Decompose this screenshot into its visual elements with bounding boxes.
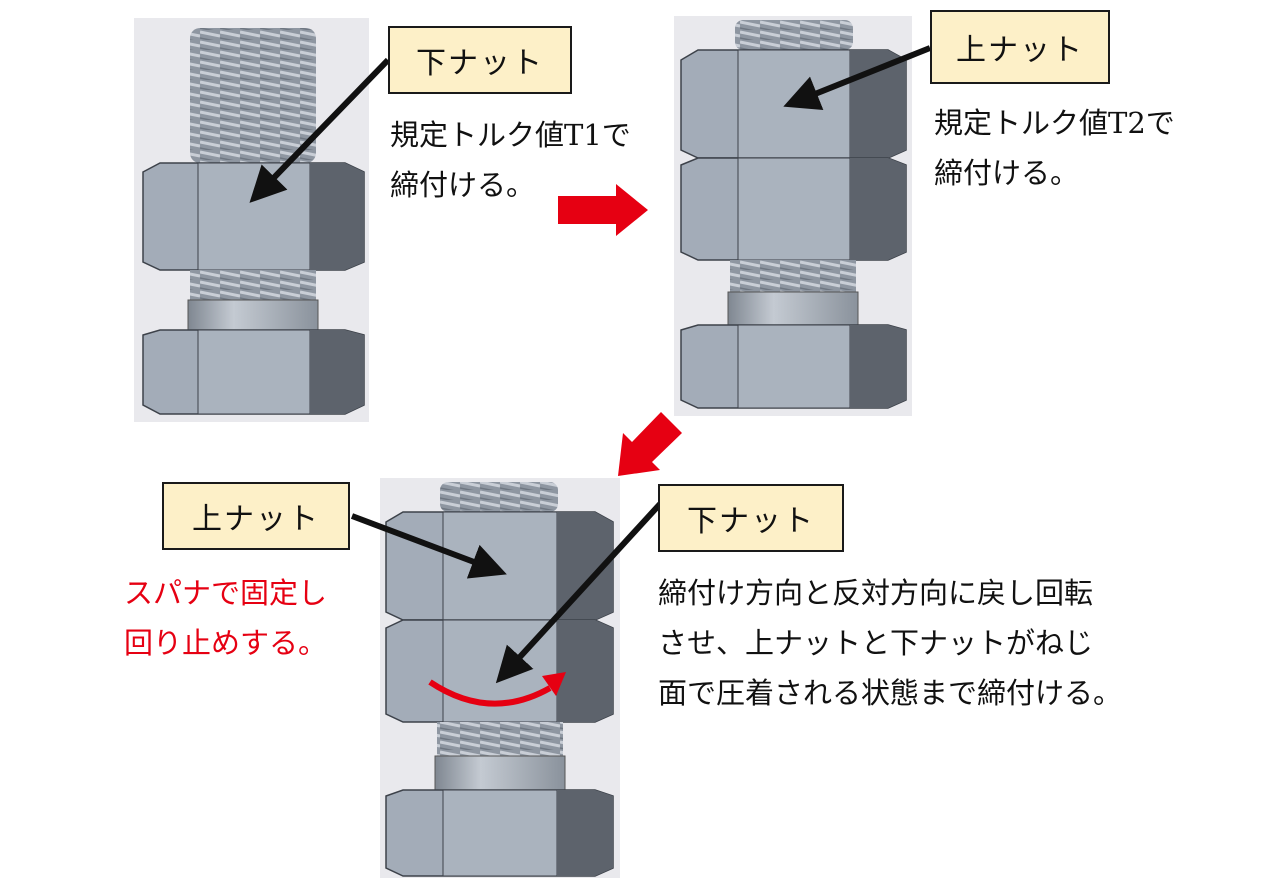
instruction-line: 締付ける。 xyxy=(934,156,1080,190)
instruction-upper-nut-step3: スパナで固定し 回り止めする。 xyxy=(124,568,327,668)
instruction-line: 回り止めする。 xyxy=(124,626,328,660)
instruction-line: 締付ける。 xyxy=(390,168,536,202)
instruction-line: 面で圧着される状態まで締付ける。 xyxy=(658,676,1123,710)
red-rotation-arrow xyxy=(428,679,552,707)
instruction-step2: 規定トルク値T2で 締付ける。 xyxy=(934,98,1175,198)
label-lower-nut-step1: 下ナット xyxy=(388,26,572,94)
bolt-step2 xyxy=(680,20,907,409)
instruction-lower-nut-step3: 締付け方向と反対方向に戻し回転 させ、上ナットと下ナットがねじ 面で圧着される状… xyxy=(658,568,1122,718)
label-lower-nut-step3: 下ナット xyxy=(658,484,844,552)
red-flow-arrow xyxy=(558,184,648,236)
black-pointer-arrow xyxy=(495,501,663,684)
label-upper-nut-step2: 上ナット xyxy=(930,10,1110,84)
black-pointer-arrow xyxy=(249,57,391,203)
bolt-step1 xyxy=(142,28,365,415)
label-upper-nut-step3: 上ナット xyxy=(162,482,350,550)
black-pointer-arrow xyxy=(783,45,932,111)
red-flow-arrow xyxy=(618,412,682,476)
instruction-step1: 規定トルク値T1で 締付ける。 xyxy=(390,110,631,210)
instruction-line: させ、上ナットと下ナットがねじ xyxy=(658,626,1094,660)
instruction-line: 規定トルク値T1で xyxy=(390,118,631,152)
instruction-line: 締付け方向と反対方向に戻し回転 xyxy=(658,576,1094,610)
instruction-line: 規定トルク値T2で xyxy=(934,106,1175,140)
instruction-line: スパナで固定し xyxy=(124,576,328,610)
black-pointer-arrow xyxy=(350,513,507,579)
